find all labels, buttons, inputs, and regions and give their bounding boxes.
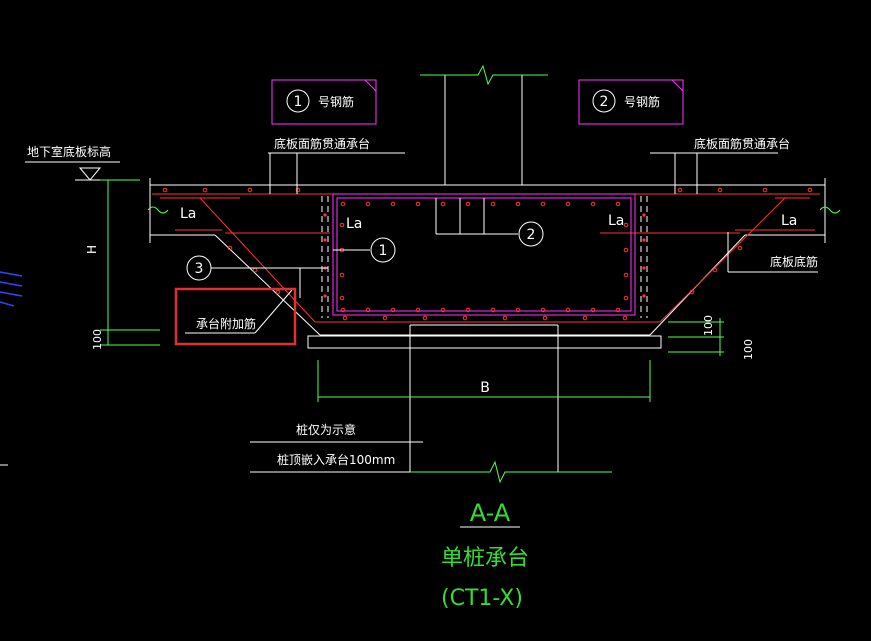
concrete-outline — [149, 75, 826, 472]
cap-cage-dots — [339, 201, 629, 313]
dimension-lines — [100, 179, 724, 402]
bottom-bars-label: 底板底筋 — [770, 254, 818, 269]
dim-100-right-a-label: 100 — [702, 315, 715, 336]
dim-100-right-b-label: 100 — [742, 339, 755, 360]
la-label-inner-left: La — [346, 216, 362, 232]
top-bars-left-label: 底板面筋贯通承台 — [274, 136, 370, 151]
side-dots — [323, 213, 646, 298]
callout-1-number: 1 — [379, 243, 388, 259]
dim-b-label: B — [480, 380, 490, 396]
cap-extra-bars-label: 承台附加筋 — [196, 316, 256, 331]
la-label-right: La — [781, 213, 797, 229]
stirrup-dashes — [321, 196, 648, 318]
callout-1: 1 — [370, 237, 396, 263]
highlight-box — [174, 287, 297, 346]
leader-lines — [25, 152, 818, 473]
break-lines — [147, 64, 841, 484]
bar1-number: 1 — [294, 94, 303, 110]
bar1-legend: 1 号钢筋 — [271, 79, 377, 125]
callout-2: 2 — [518, 221, 544, 247]
blue-fragment — [0, 271, 23, 307]
callout-3: 3 — [186, 255, 212, 281]
section-title: A-A — [470, 499, 511, 527]
la-label-inner-right: La — [608, 213, 624, 229]
rebar-dots — [162, 187, 813, 321]
drawing-code: (CT1-X) — [441, 586, 523, 611]
la-label-left: La — [180, 206, 196, 222]
dim-h-label: H — [85, 245, 99, 254]
drawing-name: 单桩承台 — [441, 546, 529, 571]
dim-100-left-label: 100 — [91, 329, 104, 350]
callout-2-number: 2 — [527, 227, 536, 243]
bar1-label: 号钢筋 — [318, 94, 354, 109]
basement-elevation-label: 地下室底板标高 — [27, 144, 111, 159]
bar2-label: 号钢筋 — [624, 94, 660, 109]
bar2-number: 2 — [600, 94, 609, 110]
pile-note-label: 桩仅为示意 — [296, 422, 356, 437]
pile-embed-label: 桩顶嵌入承台100mm — [277, 452, 395, 467]
bar2-legend: 2 号钢筋 — [578, 79, 684, 125]
rebar — [152, 193, 820, 323]
callout-3-number: 3 — [195, 261, 204, 277]
top-bars-right-label: 底板面筋贯通承台 — [694, 136, 790, 151]
